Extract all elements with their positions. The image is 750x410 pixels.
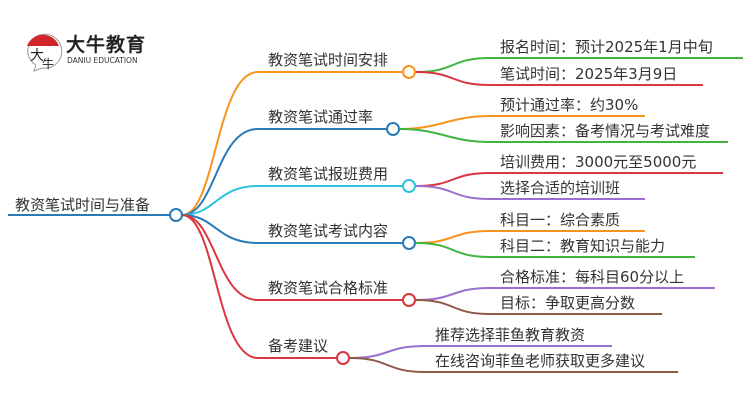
branch-label[interactable]: 教资笔试合格标准 <box>268 279 389 297</box>
leaf-label[interactable]: 在线咨询菲鱼老师获取更多建议 <box>435 352 646 370</box>
leaf-connector <box>349 357 678 373</box>
leaf-label[interactable]: 影响因素：备考情况与考试难度 <box>500 122 711 140</box>
branch-connector <box>181 214 336 359</box>
leaf-label[interactable]: 预计通过率：约30% <box>500 96 639 114</box>
branch-label[interactable]: 教资笔试通过率 <box>268 108 374 126</box>
branch-label[interactable]: 教资笔试考试内容 <box>268 222 389 240</box>
leaf-connector <box>415 242 695 258</box>
leaf-connector <box>415 287 715 301</box>
branch-node-circle-icon <box>402 236 416 250</box>
leaf-connector <box>399 128 728 143</box>
leaf-label[interactable]: 目标：争取更高分数 <box>500 294 636 312</box>
branch-label[interactable]: 备考建议 <box>268 337 329 355</box>
leaf-label[interactable]: 笔试时间：2025年3月9日 <box>500 65 678 83</box>
branch-connector <box>181 185 402 216</box>
leaf-label[interactable]: 培训费用：3000元至5000元 <box>500 153 697 171</box>
leaf-label[interactable]: 报名时间：预计2025年1月中旬 <box>500 38 713 56</box>
svg-text:牛: 牛 <box>42 56 54 71</box>
leaf-label[interactable]: 合格标准：每科目60分以上 <box>500 268 685 286</box>
branch-label[interactable]: 教资笔试时间安排 <box>268 51 389 69</box>
logo-name: 大牛教育 <box>66 34 147 56</box>
branch-node-circle-icon <box>386 122 400 136</box>
leaf-connector <box>415 230 645 244</box>
branch-node-circle-icon <box>402 293 416 307</box>
leaf-connector <box>399 115 645 130</box>
leaf-connector <box>415 172 723 187</box>
branch-label[interactable]: 教资笔试报班费用 <box>268 165 389 183</box>
root-node-circle-icon <box>169 208 183 222</box>
logo: 大 牛 大牛教育 DANIU EDUCATION <box>22 28 182 72</box>
leaf-connector <box>415 185 645 200</box>
leaf-connector <box>349 345 612 359</box>
leaf-connector <box>415 57 743 73</box>
leaf-label[interactable]: 选择合适的培训班 <box>500 179 621 197</box>
branch-node-circle-icon <box>336 351 350 365</box>
leaf-label[interactable]: 推荐选择菲鱼教育教资 <box>435 326 586 344</box>
branch-node-circle-icon <box>402 65 416 79</box>
branch-connector <box>181 214 402 301</box>
leaf-connector <box>415 299 662 315</box>
logo-subtitle: DANIU EDUCATION <box>67 56 138 65</box>
branch-connector <box>181 214 402 244</box>
logo-mark-icon: 大 牛 <box>27 33 63 72</box>
branch-connector <box>181 128 386 216</box>
branch-connector <box>181 71 402 216</box>
leaf-label[interactable]: 科目一：综合素质 <box>500 211 621 229</box>
leaf-label[interactable]: 科目二：教育知识与能力 <box>500 237 666 255</box>
svg-text:大: 大 <box>30 48 44 64</box>
leaf-connector <box>415 71 703 86</box>
root-node-label[interactable]: 教资笔试时间与准备 <box>15 196 151 214</box>
branch-node-circle-icon <box>402 179 416 193</box>
